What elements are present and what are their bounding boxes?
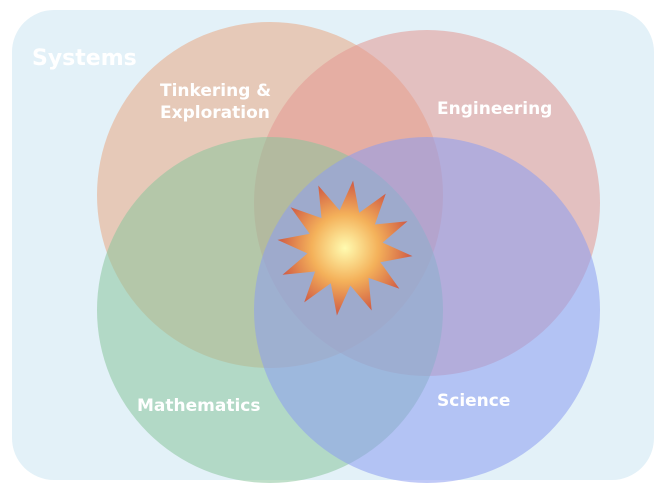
systems-label: Systems [32,46,137,71]
circle-science [254,137,600,483]
label-science: Science [437,391,510,411]
label-tinkering-exploration: Tinkering & Exploration [160,81,277,123]
label-tinkering-line-1: Tinkering & [160,81,271,101]
label-engineering: Engineering [437,99,552,119]
label-mathematics: Mathematics [137,396,260,416]
starburst-icon [277,180,413,316]
label-tinkering-line-2: Exploration [160,103,270,123]
